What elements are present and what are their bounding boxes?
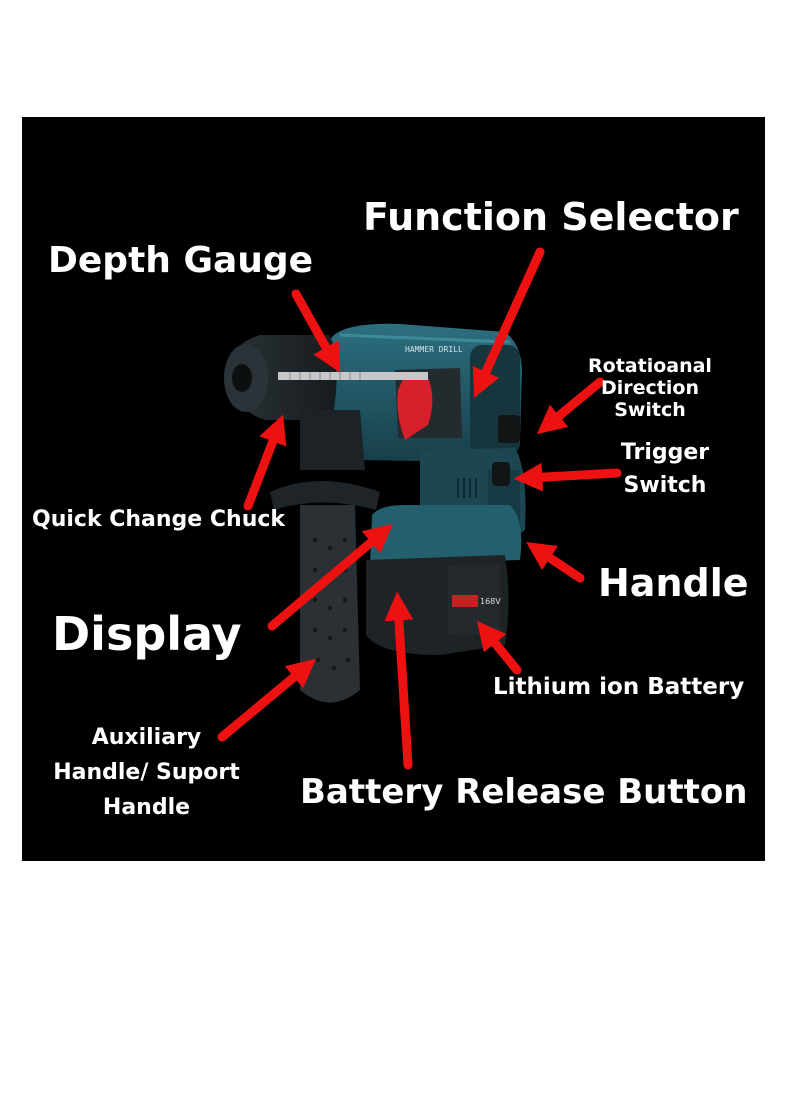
trigger-switch-line1: Trigger [620, 440, 710, 465]
auxiliary-handle-line2: Handle/ Suport [53, 760, 240, 786]
auxiliary-handle-line1: Auxiliary [91, 725, 202, 750]
diagram-panel [22, 117, 765, 861]
handle-arrow [526, 542, 585, 583]
trigger-switch-line2: Switch [623, 473, 707, 498]
battery-release-button-label: Battery Release Button [300, 772, 748, 812]
battery-release-button-arrow [384, 591, 414, 770]
handle-label: Handle [598, 561, 749, 605]
quick-change-chuck-label: Quick Change Chuck [32, 507, 286, 532]
rotational-direction-switch-line1: Rotatioanal Direction [588, 355, 712, 399]
quick-change-chuck-arrow [243, 414, 287, 511]
depth-gauge-arrow [291, 289, 341, 373]
auxiliary-handle-line3: Handle [102, 795, 191, 821]
lithium-ion-battery-arrow [476, 620, 522, 675]
body-marking-text: HAMMER DRILL [405, 345, 463, 354]
function-selector-arrow [472, 247, 545, 399]
lithium-ion-battery-label: Lithium ion Battery [493, 674, 745, 700]
battery-marking-text: 168V [480, 597, 501, 606]
rotational-direction-switch-line2: Switch [614, 398, 686, 421]
trigger-switch-arrow [513, 462, 622, 492]
rotational-direction-switch-arrow [536, 377, 605, 435]
auxiliary-handle-arrow [217, 658, 317, 742]
function-selector-label: Function Selector [363, 195, 739, 239]
display-arrow [267, 523, 393, 631]
display-label: Display [52, 607, 242, 661]
depth-gauge-label: Depth Gauge [48, 240, 314, 281]
drill-body: HAMMER DRILL 168V [224, 323, 526, 703]
